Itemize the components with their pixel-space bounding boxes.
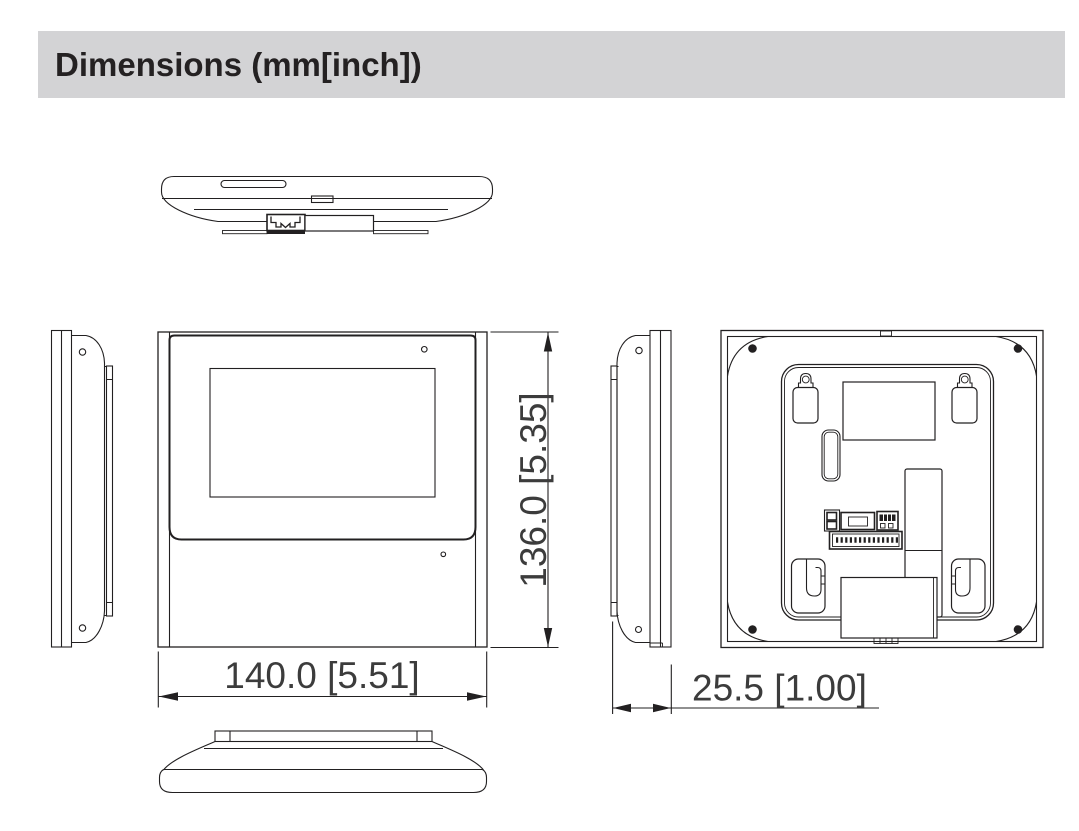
side-body-outline	[71, 334, 106, 644]
hook-neck	[956, 372, 973, 388]
corner-screw	[1013, 344, 1023, 353]
rj45-port-cutout	[270, 216, 301, 229]
back-plate-edge	[214, 730, 433, 743]
mounting-hook-bottom-left	[790, 558, 826, 614]
base-plate-right	[373, 230, 429, 235]
screw-hole-top	[78, 348, 87, 356]
two-pin-contact	[826, 520, 838, 530]
glass-panel-outline	[168, 334, 477, 541]
hook-body	[951, 386, 978, 424]
width-dimension: 140.0 [5.51]	[157, 651, 488, 708]
hook-hole	[960, 375, 969, 384]
side-bezel-lines	[168, 332, 477, 647]
side-slot	[821, 429, 841, 482]
height-dimension: 136.0 [5.35]	[490, 331, 559, 649]
base-outline	[158, 769, 488, 794]
dip-switch-ticks	[883, 514, 892, 521]
back-bracket-strip	[105, 365, 114, 617]
pin-header-inner	[832, 533, 900, 547]
bottom-view	[158, 730, 488, 794]
mounting-hook-bottom-right	[950, 558, 986, 614]
back-inner-frame	[726, 335, 1038, 643]
top-button	[310, 195, 334, 204]
screw-hole-top	[635, 346, 643, 355]
dip-switch-dot	[880, 523, 886, 529]
arrowhead-left	[613, 703, 631, 713]
base-plate-center	[267, 230, 305, 234]
height-dimension-label: 136.0 [5.35]	[513, 392, 554, 587]
page-title: Dimensions (mm[inch])	[55, 45, 422, 83]
dip-switch-dot	[888, 523, 894, 529]
side-body-outline	[616, 334, 650, 644]
depth-dimension-label: 25.5 [1.00]	[692, 668, 867, 709]
connector-cluster	[823, 509, 903, 550]
dip-switch-block	[876, 510, 899, 531]
hook-channel-ticks	[821, 575, 825, 585]
back-bracket-strip	[610, 365, 618, 617]
bottom-cable-cover	[840, 576, 938, 639]
flare-curve-right	[431, 740, 484, 771]
arrowhead-bottom	[543, 628, 553, 647]
network-connector-slot	[848, 516, 868, 527]
back-plate-tabs	[229, 731, 418, 742]
label-recess	[842, 381, 936, 441]
pin-header-connector	[828, 530, 903, 550]
mic-hole	[420, 345, 428, 353]
side-slot-inner	[823, 431, 839, 480]
front-view	[157, 331, 488, 648]
panel-foot-step	[650, 642, 663, 647]
front-outline	[157, 331, 488, 648]
screen	[209, 367, 436, 498]
top-edge-notch	[880, 330, 892, 337]
hook-channel-ticks	[952, 575, 956, 585]
speaker-slot	[220, 179, 287, 189]
two-pin-contact	[826, 511, 838, 521]
bracket-strip-ticks	[104, 366, 113, 616]
bracket-strip-ticks	[611, 366, 619, 616]
extension-lines	[490, 331, 559, 649]
corner-screw	[1013, 625, 1023, 634]
right-side-view	[610, 329, 672, 648]
bottom-edge-notch-ticks	[879, 638, 893, 644]
hook-channel	[954, 559, 971, 597]
extension-lines	[157, 651, 488, 708]
hook-body	[950, 558, 986, 614]
hook-body	[792, 386, 819, 424]
corner-screw	[748, 344, 757, 353]
flare-curve-left	[163, 740, 216, 771]
left-side-view	[50, 329, 114, 648]
arrowhead-right	[467, 692, 487, 701]
base-plate-left	[222, 230, 268, 235]
screw-hole-bottom	[634, 625, 643, 634]
width-dimension-label: 140.0 [5.51]	[224, 655, 419, 696]
hook-hole	[801, 375, 810, 384]
arrowhead-left	[158, 692, 178, 701]
depth-dimension: 25.5 [1.00]	[612, 621, 879, 714]
cable-cover-box	[304, 214, 375, 232]
screw-hole-bottom	[78, 624, 87, 632]
mounting-hook-top-left	[792, 372, 819, 424]
mounting-hook-top-right	[951, 372, 978, 424]
hook-body	[790, 558, 826, 614]
back-outline	[720, 329, 1044, 649]
top-view-outline	[160, 175, 494, 223]
hook-channel	[805, 559, 822, 597]
corner-flare-curves	[726, 335, 1038, 643]
hook-neck	[797, 372, 814, 388]
top-view	[160, 175, 494, 235]
arrowhead-right	[653, 703, 671, 713]
network-connector	[840, 511, 876, 531]
arrowhead-top	[543, 332, 553, 352]
extension-lines	[612, 621, 672, 714]
section-header: Dimensions (mm[inch])	[38, 31, 1065, 98]
corner-screw	[748, 625, 757, 634]
back-view	[720, 329, 1044, 649]
indicator-hole	[440, 551, 447, 558]
